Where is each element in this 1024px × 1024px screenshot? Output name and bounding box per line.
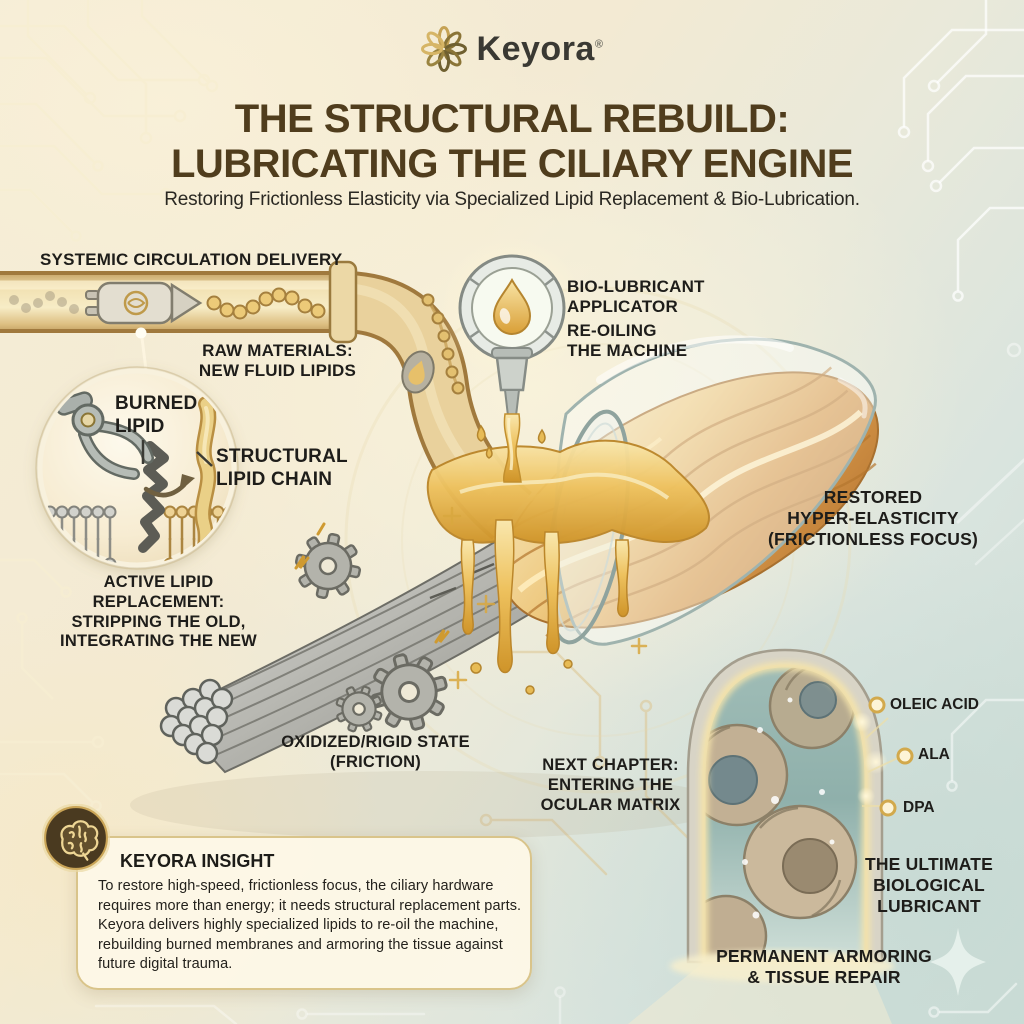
nutrient-item-dpa: DPA — [903, 799, 935, 816]
insight-card: KEYORA INSIGHT To restore high-speed, fr… — [76, 836, 532, 990]
brand-logo: Keyora® — [0, 26, 1024, 72]
circulation-pipe — [0, 260, 533, 540]
oxidized-state-label: OXIDIZED/RIGID STATE (FRICTION) — [281, 733, 470, 771]
lipid-chain — [206, 287, 465, 395]
cable-ends — [159, 678, 234, 765]
active-replacement-label: ACTIVE LIPID REPLACEMENT: STRIPPING THE … — [60, 573, 257, 651]
brain-badge — [41, 803, 111, 873]
friction-gears — [294, 522, 450, 733]
nutrient-bullets — [868, 696, 914, 817]
re-oiling-label: RE-OILING THE MACHINE — [567, 321, 688, 361]
ultimate-lubricant-label: THE ULTIMATE BIOLOGICAL LUBRICANT — [864, 854, 994, 916]
armoring-repair-label: PERMANENT ARMORING & TISSUE REPAIR — [716, 946, 932, 987]
damaged-lipid-fragments — [9, 291, 79, 314]
page-title: THE STRUCTURAL REBUILD: LUBRICATING THE … — [170, 97, 854, 186]
sparkle-icon — [930, 928, 986, 996]
ocular-matrix-arch — [628, 648, 901, 1024]
burned-lipid-label: BURNED LIPID — [115, 393, 198, 437]
raw-materials-label: RAW MATERIALS: NEW FLUID LIPIDS — [198, 341, 357, 381]
burned-lipid-chain — [138, 441, 169, 553]
inset-pointers — [141, 440, 213, 467]
registered-mark: ® — [594, 38, 604, 51]
restored-elasticity-label: RESTORED HYPER-ELASTICITY (FRICTIONLESS … — [767, 487, 979, 549]
pipe-collar — [328, 260, 358, 344]
oil-flow — [426, 439, 711, 695]
bio-lubricant-applicator-icon — [440, 236, 584, 483]
next-chapter-label: NEXT CHAPTER: ENTERING THE OCULAR MATRIX — [540, 756, 681, 814]
capsule-icon — [85, 281, 203, 325]
page-subtitle: Restoring Frictionless Elasticity via Sp… — [164, 189, 860, 210]
insight-title: KEYORA INSIGHT — [120, 851, 275, 871]
structural-lipid-chain-label: STRUCTURAL LIPID CHAIN — [216, 446, 348, 490]
insight-body: To restore high-speed, frictionless focu… — [98, 878, 522, 973]
nutrient-item-ala: ALA — [918, 746, 950, 763]
brand-name: Keyora® — [476, 29, 604, 68]
nutrient-glow-dots — [852, 712, 901, 807]
sparkle-marks — [442, 506, 648, 690]
logo-flower-icon — [420, 26, 467, 72]
robotic-claw-icon — [55, 391, 154, 480]
nutrient-item-oleic-acid: OLEIC ACID — [890, 696, 979, 713]
ground-shadow — [130, 771, 730, 839]
brain-icon — [41, 803, 111, 873]
bio-lubricant-applicator-label: BIO-LUBRICANT APPLICATOR — [567, 277, 705, 317]
systemic-circulation-label: SYSTEMIC CIRCULATION DELIVERY — [40, 250, 343, 269]
